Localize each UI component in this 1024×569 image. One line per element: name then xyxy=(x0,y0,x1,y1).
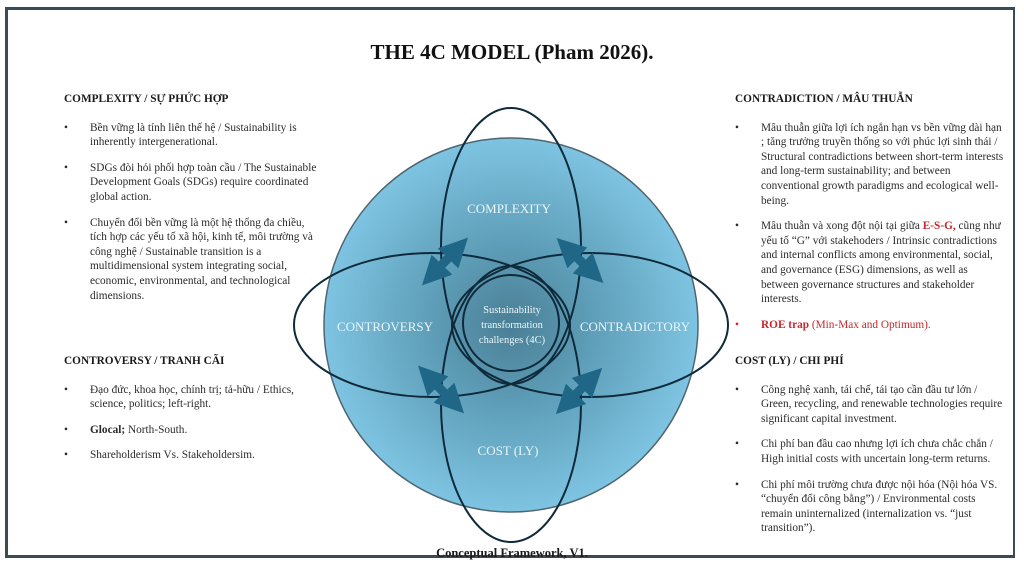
list-item: Mâu thuẫn và xong đột nội tại giữa E-S-G… xyxy=(735,219,1005,307)
list-item: Đạo đức, khoa học, chính trị; tả-hữu / E… xyxy=(64,383,320,412)
double-arrow-icon xyxy=(418,365,464,414)
list-item: Mâu thuẫn giữa lợi ích ngắn hạn vs bền v… xyxy=(735,121,1005,209)
roe-trap-term: ROE trap xyxy=(761,318,810,331)
list-item: Công nghệ xanh, tái chế, tái tạo cần đầu… xyxy=(735,383,1005,427)
double-arrow-icon xyxy=(555,367,603,415)
label-contradictory: CONTRADICTORY xyxy=(580,319,691,334)
cost-heading: COST (LY) / CHI PHÍ xyxy=(735,355,844,367)
item-text: Mâu thuẫn và xong đột nội tại giữa xyxy=(761,220,923,233)
label-cost: COST (LY) xyxy=(478,443,539,458)
center-circle xyxy=(462,274,560,372)
cost-list: Công nghệ xanh, tái chế, tái tạo cần đầu… xyxy=(735,383,1005,536)
complexity-list: Bền vững là tính liên thế hệ / Sustainab… xyxy=(64,121,320,304)
complexity-heading: COMPLEXITY / SỰ PHỨC HỢP xyxy=(64,93,229,105)
contradiction-list: Mâu thuẫn giữa lợi ích ngắn hạn vs bền v… xyxy=(735,121,1005,333)
list-item: Chi phí ban đầu cao nhưng lợi ích chưa c… xyxy=(735,437,1005,466)
page-title: THE 4C MODEL (Pham 2026). xyxy=(370,40,654,64)
label-complexity: COMPLEXITY xyxy=(467,201,551,216)
center-line-3: challenges (4C) xyxy=(479,335,546,346)
bold-term: Glocal; xyxy=(90,423,126,436)
controversy-heading: CONTROVERSY / TRANH CÃI xyxy=(64,355,225,367)
cost-panel: COST (LY) / CHI PHÍ Công nghệ xanh, tái … xyxy=(735,354,1005,547)
list-item: SDGs đòi hỏi phối hợp toàn cầu / The Sus… xyxy=(64,161,320,205)
list-item: ROE trap (Min-Max and Optimum). xyxy=(735,318,1005,333)
center-line-2: transformation xyxy=(481,320,544,331)
list-item: Chi phí môi trường chưa được nội hóa (Nộ… xyxy=(735,478,1005,536)
contradiction-heading: CONTRADICTION / MÂU THUẪN xyxy=(735,93,913,105)
esg-highlight: E-S-G, xyxy=(922,220,956,233)
item-text: cũng như yếu tố “G” với stakehoders / In… xyxy=(761,220,1001,306)
page-frame xyxy=(5,7,1015,558)
figure-caption: Conceptual Framework, V1. xyxy=(436,546,588,560)
list-item: Shareholderism Vs. Stakeholdersim. xyxy=(64,448,320,463)
list-item: Bền vững là tính liên thế hệ / Sustainab… xyxy=(64,121,320,150)
double-arrow-icon xyxy=(556,238,604,283)
label-controversy: CONTROVERSY xyxy=(337,319,434,334)
controversy-panel: CONTROVERSY / TRANH CÃI Đạo đức, khoa họ… xyxy=(64,354,320,474)
item-text: (Min-Max and Optimum). xyxy=(809,318,931,331)
double-arrow-icon xyxy=(422,237,468,286)
item-text: North-South. xyxy=(125,423,188,436)
list-item: Chuyển đổi bền vững là một hệ thống đa c… xyxy=(64,216,320,304)
outer-circle xyxy=(323,137,699,513)
center-line-1: Sustainability xyxy=(483,305,542,316)
contradiction-panel: CONTRADICTION / MÂU THUẪN Mâu thuẫn giữa… xyxy=(735,92,1005,343)
controversy-list: Đạo đức, khoa học, chính trị; tả-hữu / E… xyxy=(64,383,320,463)
complexity-panel: COMPLEXITY / SỰ PHỨC HỢP Bền vững là tín… xyxy=(64,92,320,314)
list-item: Glocal; North-South. xyxy=(64,423,320,438)
